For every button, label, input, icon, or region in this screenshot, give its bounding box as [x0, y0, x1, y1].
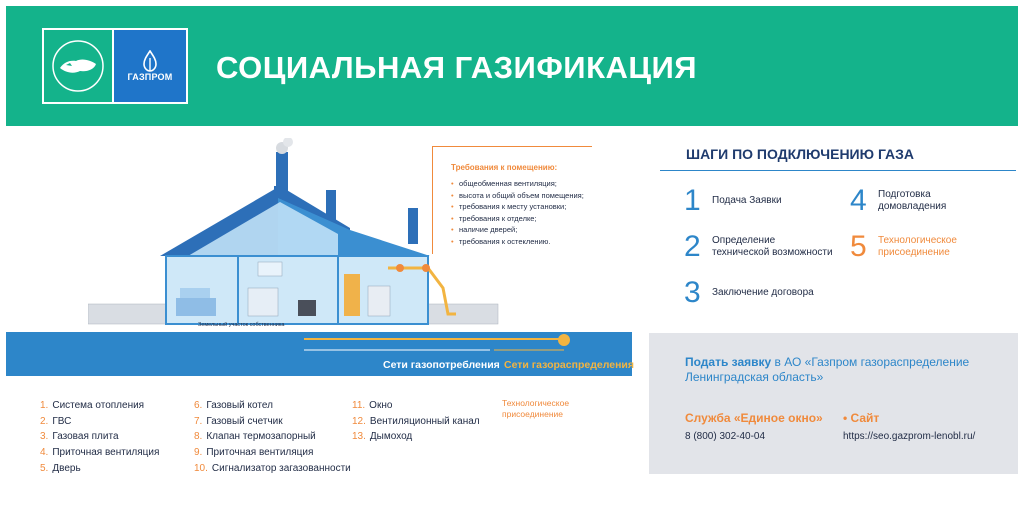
legend-col-1: 1.Система отопления 2.ГВС 3.Газовая плит…: [40, 398, 159, 477]
logos: ГАЗПРОМ: [42, 28, 188, 104]
step-number: 2: [684, 230, 701, 263]
chimney-tall: [276, 152, 288, 186]
step-label: Заключение договора: [712, 286, 814, 298]
phone-title: Служба «Единое окно»: [685, 411, 823, 425]
page-title: СОЦИАЛЬНАЯ ГАЗИФИКАЦИЯ: [216, 50, 698, 85]
legend-item: 11.Окно: [352, 400, 393, 411]
legend-item: 9.Приточная вентиляция: [194, 447, 314, 459]
steps-title: ШАГИ ПО ПОДКЛЮЧЕНИЮ ГАЗА: [686, 146, 914, 162]
step-3: 3 Заключение договора: [684, 276, 842, 310]
site-title: • Сайт: [843, 411, 880, 425]
legend-item: 12.Вентиляционный канал: [352, 415, 480, 427]
contact-phone: Служба «Единое окно» 8 (800) 302-40-04: [685, 411, 823, 442]
step-number: 5: [850, 230, 867, 263]
steps-divider: [660, 170, 1016, 171]
net-consumption-label: Сети газопотребления: [383, 359, 500, 371]
tech-connection-label: Технологическое присоединение: [502, 398, 570, 419]
gazprom-logo: ГАЗПРОМ: [114, 30, 186, 102]
gas-pipe-line: [304, 334, 570, 351]
legend-item: 1.Система отопления: [40, 400, 145, 411]
apply-box: Подать заявку в АО «Газпром газораспреде…: [649, 333, 1018, 474]
russia-map-icon: [52, 40, 104, 92]
step-label: Технологическое присоединение: [878, 234, 957, 259]
step-label: Определение технической возможности: [712, 234, 833, 259]
step-number: 3: [684, 276, 701, 309]
legend-col-2: 6.Газовый котел 7.Газовый счетчик 8.Клап…: [194, 398, 351, 477]
step-5: 5 Технологическое присоединение: [850, 230, 974, 264]
plot-label: Земельный участок собственника: [198, 322, 285, 328]
legend-item: 3.Газовая плита: [40, 431, 119, 443]
step-2: 2 Определение технической возможности: [684, 230, 834, 264]
connection-point-icon: [558, 334, 570, 346]
phone-number[interactable]: 8 (800) 302-40-04: [685, 431, 766, 442]
flame-icon: [143, 50, 157, 72]
legend-item: 4.Приточная вентиляция: [40, 447, 160, 459]
legend-item: 13.Дымоход: [352, 431, 413, 443]
requirement-item: высота и общий объем помещения;: [451, 190, 592, 202]
legend-item: 2.ГВС: [40, 415, 72, 427]
step-number: 1: [684, 184, 701, 217]
requirement-item: требования к отделке;: [451, 213, 592, 225]
net-distribution-label: Сети газораспределения: [504, 359, 634, 371]
site-link[interactable]: https://seo.gazprom-lenobl.ru/: [843, 431, 976, 442]
step-number: 4: [850, 184, 867, 217]
step-4: 4 Подготовка домовладения: [850, 184, 958, 218]
requirement-item: наличие дверей;: [451, 224, 592, 236]
legend-item: 7.Газовый счетчик: [194, 415, 283, 427]
legend-item: 5.Дверь: [40, 462, 81, 474]
step-label: Подготовка домовладения: [878, 188, 947, 213]
gazprom-logo-text: ГАЗПРОМ: [127, 72, 173, 82]
requirements-title: Требования к помещению:: [451, 163, 558, 172]
legend-item: 6.Газовый котел: [194, 400, 273, 411]
apply-title: Подать заявку в АО «Газпром газораспреде…: [685, 355, 985, 385]
bullet-icon: •: [843, 411, 851, 425]
requirements-callout: Требования к помещению: общеобменная вен…: [432, 146, 592, 254]
step-label: Подача Заявки: [712, 194, 782, 206]
step-1: 1 Подача Заявки: [684, 184, 832, 218]
apply-title-bold: Подать заявку: [685, 355, 772, 369]
header-banner: ГАЗПРОМ СОЦИАЛЬНАЯ ГАЗИФИКАЦИЯ: [6, 6, 1018, 126]
requirement-item: общеобменная вентиляция;: [451, 178, 592, 190]
apply-title-rest: в АО «Газпром газораспределение Ленингра…: [685, 355, 970, 384]
legend-col-3: 11.Окно 12.Вентиляционный канал 13.Дымох…: [352, 398, 480, 445]
house-illustration: [88, 138, 499, 325]
contact-site: • Сайт https://seo.gazprom-lenobl.ru/: [843, 411, 975, 442]
fence: [88, 303, 499, 325]
legend-item: 10.Сигнализатор загазованности: [194, 462, 351, 474]
requirement-item: требования к месту установки;: [451, 201, 592, 213]
gasification-russia-logo: [44, 30, 114, 102]
legend-item: 8.Клапан термозапорный: [194, 431, 316, 443]
requirements-list: общеобменная вентиляция; высота и общий …: [451, 178, 592, 247]
requirement-item: требования к остеклению.: [451, 236, 592, 248]
